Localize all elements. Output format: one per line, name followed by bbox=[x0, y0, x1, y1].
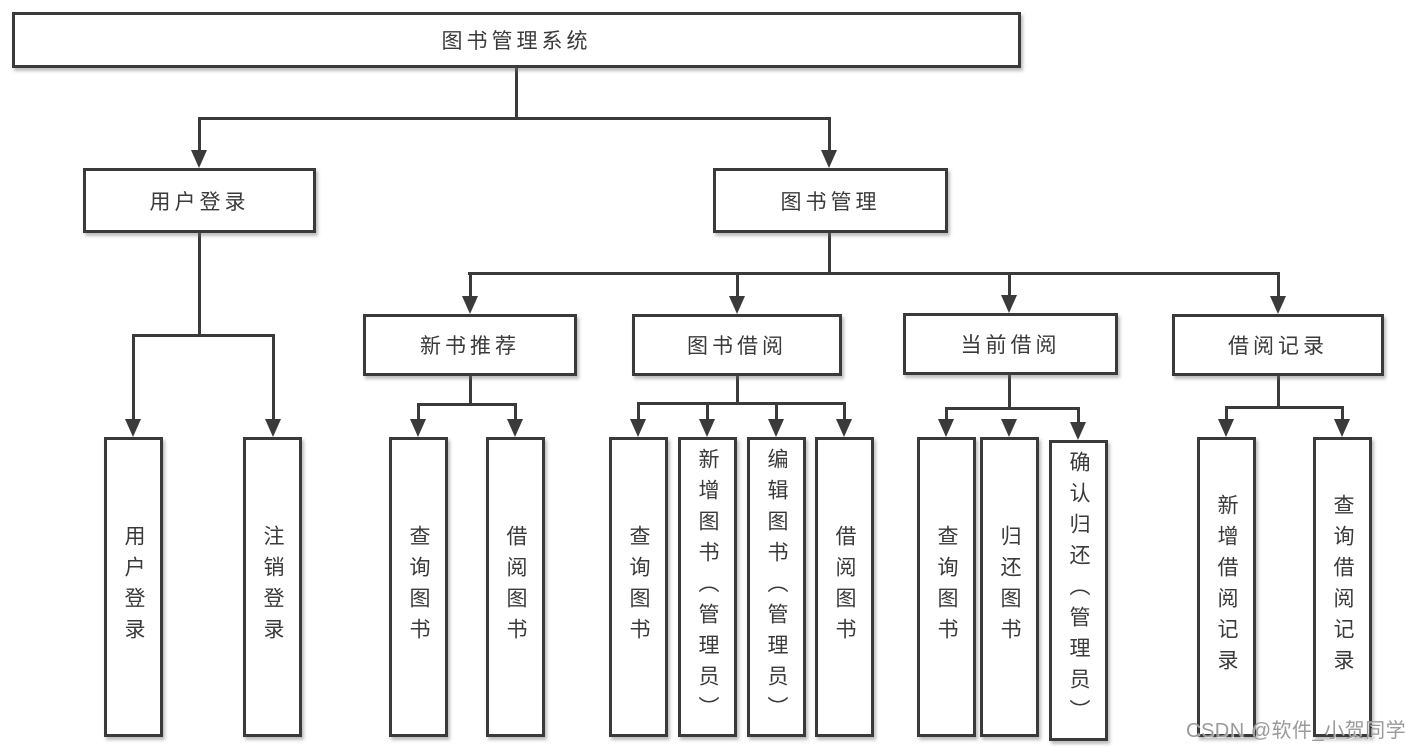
arrow-down-icon bbox=[462, 296, 478, 314]
node-library-system: 图书管理系统 bbox=[12, 12, 1021, 68]
connector-line bbox=[828, 233, 831, 275]
arrow-down-icon bbox=[1001, 295, 1017, 313]
arrow-down-icon bbox=[410, 419, 426, 437]
node-user-login: 用户登录 bbox=[83, 168, 316, 233]
connector-line bbox=[736, 376, 739, 405]
connector-line bbox=[272, 334, 275, 420]
arrow-down-icon bbox=[938, 419, 954, 437]
node-label: 图书借阅 bbox=[687, 335, 787, 358]
arrow-down-icon bbox=[768, 419, 784, 437]
connector-line bbox=[1008, 272, 1011, 298]
node-label: 用户登录 bbox=[122, 525, 146, 649]
leaf-return-book: 归还图书 bbox=[980, 437, 1039, 737]
arrow-down-icon bbox=[507, 419, 523, 437]
connector-line bbox=[1225, 406, 1228, 421]
node-label: 图书管理 bbox=[780, 190, 881, 214]
connector-line bbox=[469, 272, 472, 298]
arrow-down-icon bbox=[1001, 419, 1017, 437]
node-current-borrow: 当前借阅 bbox=[903, 313, 1118, 375]
leaf-query-books-current: 查询图书 bbox=[917, 437, 976, 737]
connector-line bbox=[637, 402, 640, 421]
connector-line bbox=[775, 402, 778, 421]
csdn-watermark: CSDN @软件_小贺同学 bbox=[1186, 720, 1405, 742]
connector-line bbox=[469, 376, 472, 406]
node-book-borrow: 图书借阅 bbox=[632, 314, 842, 376]
leaf-query-books-borrow: 查询图书 bbox=[609, 437, 668, 737]
arrow-down-icon bbox=[1270, 296, 1286, 314]
node-label: 新书推荐 bbox=[420, 335, 520, 358]
leaf-edit-book-admin: 编辑图书（管理员） bbox=[747, 437, 806, 737]
node-label: 查询图书 bbox=[627, 525, 651, 649]
node-label: 图书管理系统 bbox=[441, 30, 592, 53]
leaf-add-borrow-record: 新增借阅记录 bbox=[1197, 437, 1256, 737]
node-label: 注销登录 bbox=[261, 525, 285, 649]
node-label: 查询借阅记录 bbox=[1331, 494, 1355, 680]
connector-line bbox=[468, 272, 1280, 275]
connector-line bbox=[514, 403, 517, 421]
leaf-borrow-books-recommend: 借阅图书 bbox=[486, 437, 545, 737]
connector-line bbox=[945, 407, 948, 421]
arrow-down-icon bbox=[125, 419, 141, 437]
node-label: 查询图书 bbox=[935, 525, 959, 649]
connector-line bbox=[736, 272, 739, 298]
arrow-down-icon bbox=[699, 419, 715, 437]
arrow-down-icon bbox=[821, 150, 837, 168]
arrow-down-icon bbox=[630, 419, 646, 437]
arrow-down-icon bbox=[1070, 422, 1086, 440]
connector-line bbox=[1077, 407, 1080, 424]
connector-line bbox=[1341, 406, 1344, 421]
node-label: 新增借阅记录 bbox=[1215, 494, 1239, 680]
arrow-down-icon bbox=[1334, 419, 1350, 437]
connector-line bbox=[1008, 375, 1011, 410]
leaf-confirm-return-admin: 确认归还（管理员） bbox=[1049, 440, 1108, 741]
leaf-logout: 注销登录 bbox=[243, 437, 302, 737]
node-label: 编辑图书（管理员） bbox=[765, 447, 789, 727]
node-label: 借阅图书 bbox=[833, 525, 857, 649]
arrow-down-icon bbox=[1218, 419, 1234, 437]
node-new-book-recommend: 新书推荐 bbox=[363, 314, 577, 376]
connector-line bbox=[198, 117, 831, 120]
connector-line bbox=[132, 334, 135, 420]
node-label: 借阅记录 bbox=[1228, 335, 1328, 358]
arrow-down-icon bbox=[265, 419, 281, 437]
leaf-add-book-admin: 新增图书（管理员） bbox=[678, 437, 737, 737]
node-label: 借阅图书 bbox=[504, 525, 528, 649]
node-label: 确认归还（管理员） bbox=[1067, 451, 1091, 730]
leaf-borrow-books: 借阅图书 bbox=[815, 437, 874, 737]
connector-line bbox=[637, 402, 845, 405]
connector-line bbox=[515, 68, 518, 120]
node-label: 新增图书（管理员） bbox=[696, 447, 720, 727]
connector-line bbox=[843, 402, 846, 421]
connector-line bbox=[417, 403, 420, 421]
connector-line bbox=[1277, 376, 1280, 409]
leaf-query-borrow-record: 查询借阅记录 bbox=[1313, 437, 1372, 737]
connector-line bbox=[417, 403, 517, 406]
connector-line bbox=[132, 334, 275, 337]
node-label: 当前借阅 bbox=[960, 334, 1061, 357]
connector-line bbox=[1277, 272, 1280, 298]
arrow-down-icon bbox=[191, 150, 207, 168]
connector-line bbox=[706, 402, 709, 421]
arrow-down-icon bbox=[836, 419, 852, 437]
node-book-management: 图书管理 bbox=[713, 168, 948, 233]
node-label: 用户登录 bbox=[149, 190, 250, 214]
connector-line bbox=[828, 117, 831, 152]
node-borrow-records: 借阅记录 bbox=[1172, 314, 1384, 376]
leaf-query-books-recommend: 查询图书 bbox=[389, 437, 448, 737]
node-label: 归还图书 bbox=[998, 525, 1022, 649]
node-label: 查询图书 bbox=[407, 525, 431, 649]
connector-line bbox=[198, 117, 201, 152]
connector-line bbox=[198, 233, 201, 337]
leaf-user-login: 用户登录 bbox=[104, 437, 163, 737]
arrow-down-icon bbox=[729, 296, 745, 314]
connector-line bbox=[1225, 406, 1344, 409]
connector-line bbox=[945, 407, 1079, 410]
